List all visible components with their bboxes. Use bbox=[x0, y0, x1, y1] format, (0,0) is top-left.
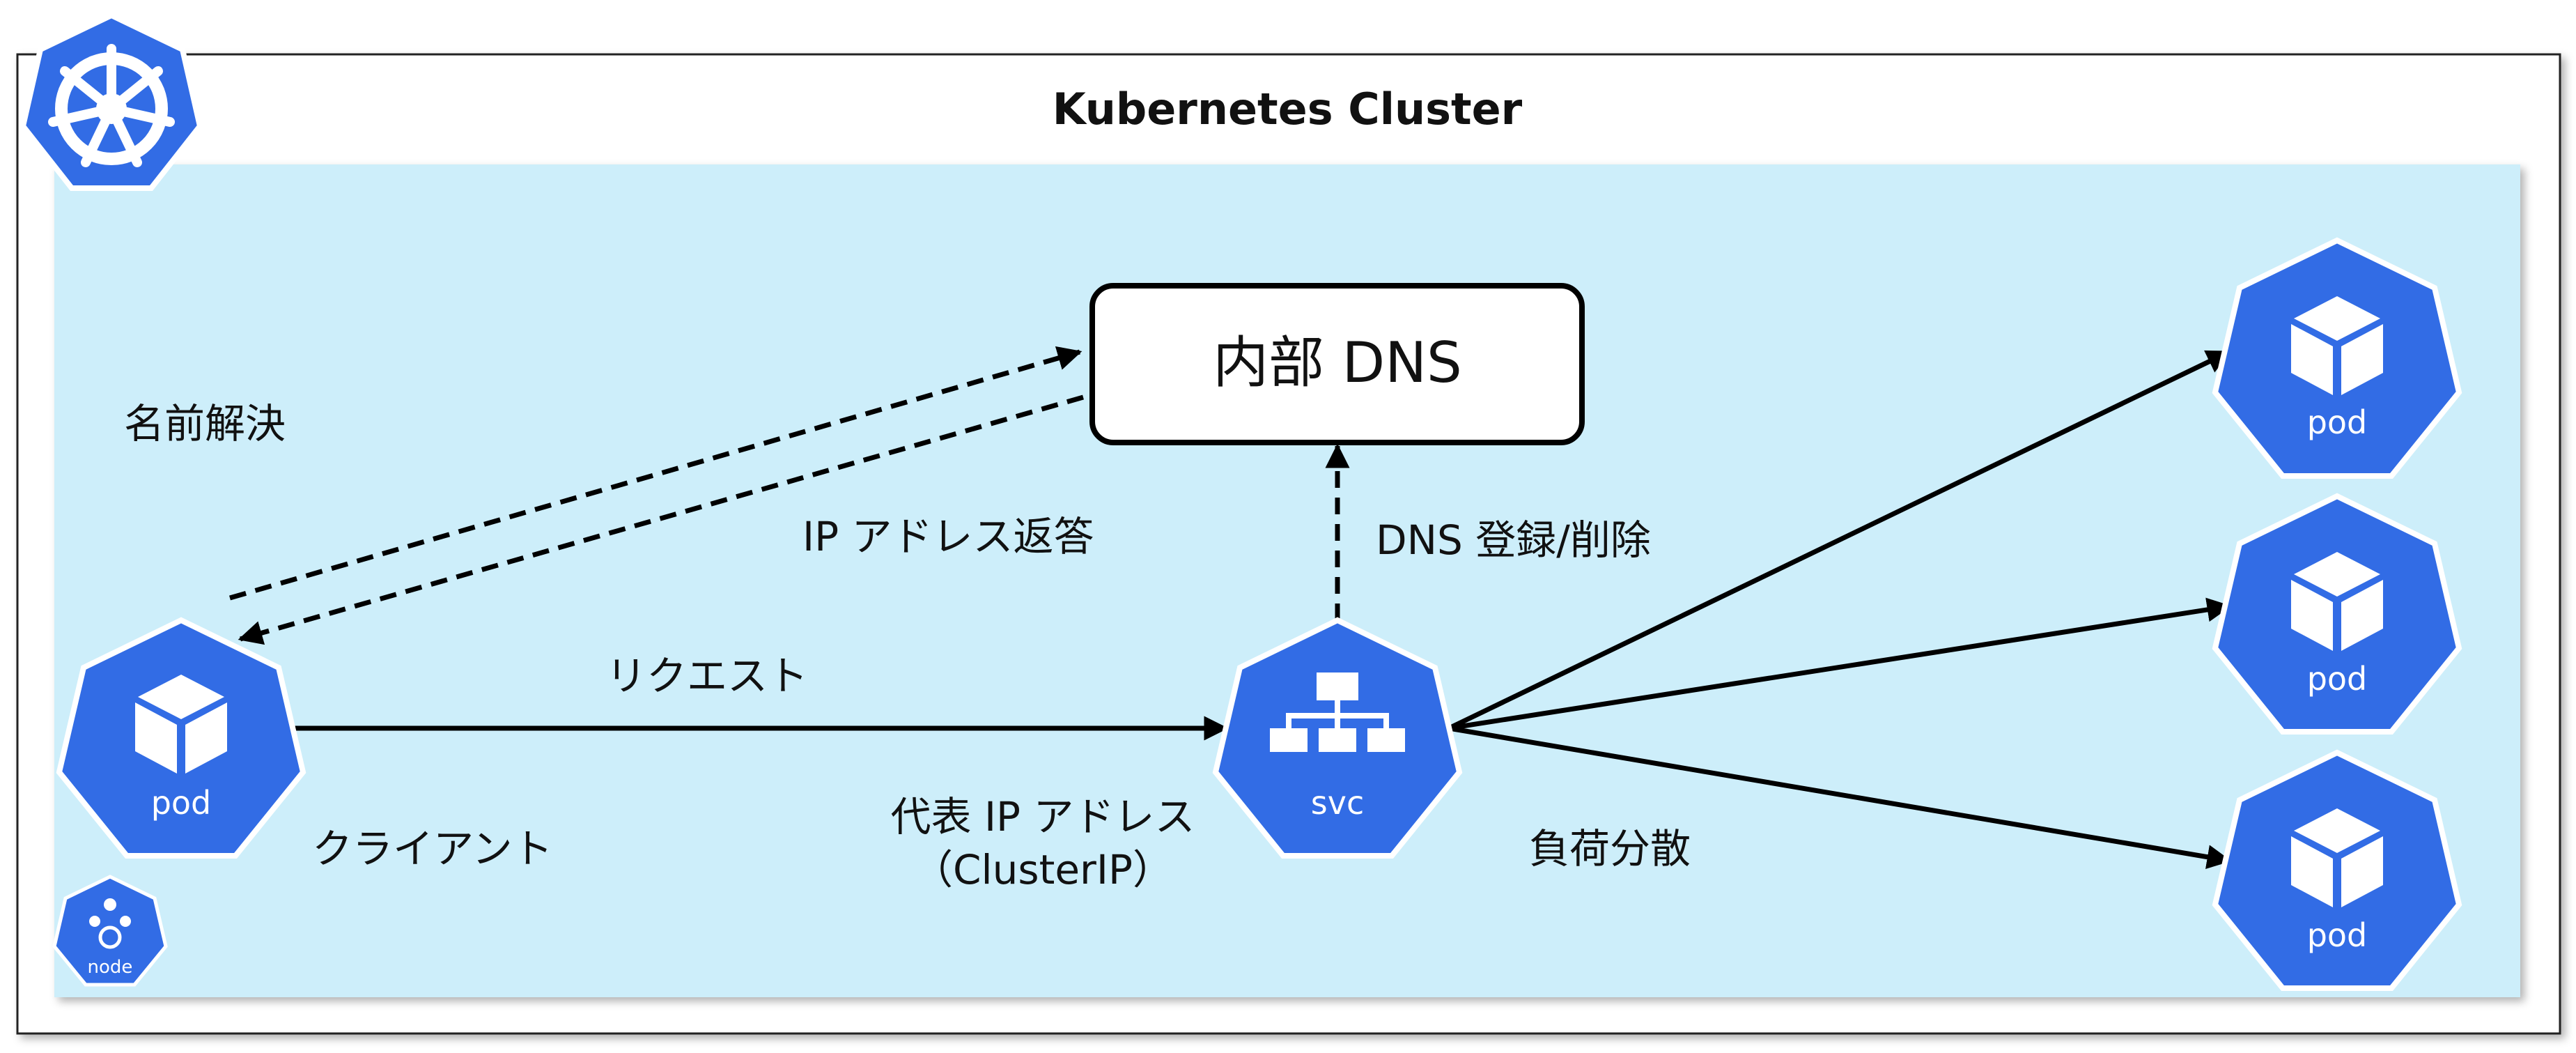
backend-pod-label-1: pod bbox=[2307, 403, 2368, 441]
cube-icon bbox=[2291, 552, 2383, 651]
name-resolution-label: 名前解決 bbox=[124, 400, 286, 447]
network-tree-icon bbox=[1270, 672, 1405, 752]
client-pod-label: pod bbox=[151, 784, 212, 822]
dns-register-label: DNS 登録/削除 bbox=[1376, 516, 1651, 564]
load-balance-arrow-1 bbox=[1448, 349, 2232, 731]
service-icon: svc bbox=[1212, 617, 1463, 859]
cube-icon bbox=[2291, 296, 2383, 395]
ip-reply-arrow bbox=[238, 394, 1084, 645]
node-label: node bbox=[88, 957, 133, 978]
service-label: svc bbox=[1311, 784, 1364, 822]
internal-dns-box bbox=[1089, 283, 1585, 445]
backend-pod-icon-3: pod bbox=[2212, 749, 2462, 991]
backend-pod-icon-2: pod bbox=[2212, 493, 2462, 735]
load-balance-arrow-3 bbox=[1448, 725, 2232, 869]
client-pod-icon: pod bbox=[56, 617, 307, 859]
kubernetes-logo-icon bbox=[20, 12, 203, 191]
node-icon: node bbox=[52, 875, 168, 987]
cube-icon bbox=[2291, 808, 2383, 907]
cluster-ip-label: （ClusterIP） bbox=[913, 846, 1173, 893]
load-balancing-label: 負荷分散 bbox=[1529, 825, 1691, 873]
client-label: クライアント bbox=[312, 825, 553, 873]
cube-icon bbox=[135, 675, 227, 774]
request-label: リクエスト bbox=[606, 652, 808, 700]
ip-reply-label: IP アドレス返答 bbox=[802, 513, 1094, 560]
internal-dns-label: 内部 DNS bbox=[1213, 330, 1462, 395]
backend-pod-label-2: pod bbox=[2307, 660, 2368, 698]
name-resolution-arrow bbox=[229, 346, 1083, 601]
load-balance-arrow-2 bbox=[1448, 597, 2232, 731]
backend-pod-icon-1: pod bbox=[2212, 237, 2462, 479]
representative-ip-label: 代表 IP アドレス bbox=[891, 793, 1195, 840]
backend-pod-label-3: pod bbox=[2307, 916, 2368, 954]
cluster-title: Kubernetes Cluster bbox=[1053, 84, 1523, 134]
